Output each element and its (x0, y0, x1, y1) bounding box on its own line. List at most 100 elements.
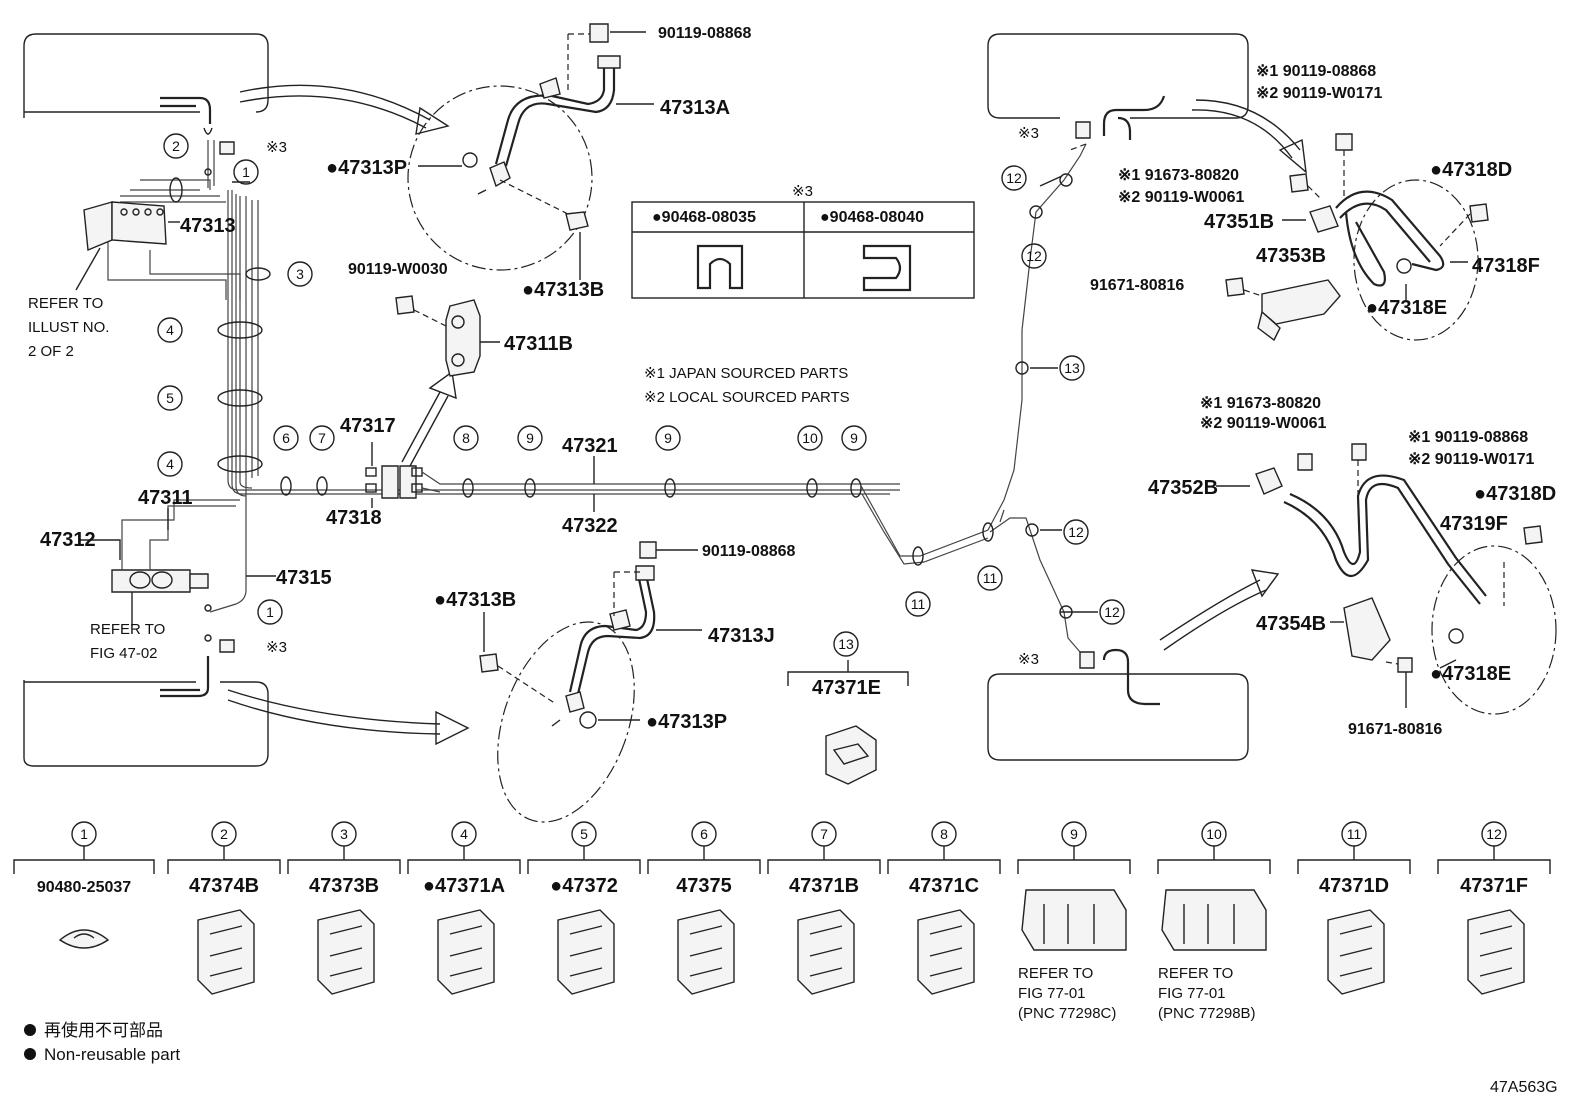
label-r1-b-1: ※1 91673-80820 (1118, 167, 1239, 184)
clamp-refer-line: REFER TO (1018, 965, 1093, 982)
note-local: ※2 LOCAL SOURCED PARTS (644, 389, 850, 406)
clamp-detail (449, 925, 483, 977)
callout-number: 4 (166, 456, 174, 472)
label-90119-W0030: 90119-W0030 (348, 261, 448, 278)
callout-circle (1059, 355, 1085, 381)
clamp-number: 6 (700, 826, 708, 842)
callout-circle (841, 425, 867, 451)
label-47311: 47311 (138, 487, 193, 509)
clamp-bracket (407, 846, 521, 874)
callout-number: 6 (282, 430, 290, 446)
clamp-shape (58, 929, 110, 949)
clamp-detail (73, 933, 95, 939)
clamp-detail (689, 925, 723, 977)
clamp-bracket (527, 846, 641, 874)
callout-circle (1021, 243, 1047, 269)
rear-right-housing (987, 648, 1249, 761)
label-r2-b-2: ※2 90119-W0061 (1200, 415, 1326, 432)
clamp-part-number: ●47371A (423, 875, 505, 897)
refer-illust-1: REFER TO (28, 295, 103, 312)
label-47318E-a: ●47318E (1366, 297, 1447, 319)
callout-circle (977, 565, 1003, 591)
leaders (168, 175, 1457, 669)
callout-circle (453, 425, 479, 451)
callout-circle (257, 599, 283, 625)
callout-circle (833, 631, 859, 657)
callout-number: 13 (838, 636, 854, 652)
clamp-bracket (13, 846, 155, 874)
clamp-part-number: ●47372 (550, 875, 618, 897)
clamp-bracket (1157, 846, 1271, 874)
label-r2-b-1: ※1 91673-80820 (1200, 395, 1321, 412)
clamp-number: 5 (580, 826, 588, 842)
clamp-bracket (1297, 846, 1411, 874)
clamp-number: 10 (1206, 826, 1222, 842)
callout-circle (163, 133, 189, 159)
callout-number: 5 (166, 390, 174, 406)
legend-jp: 再使用不可部品 (44, 1020, 163, 1040)
label-r2-a-2: ※2 90119-W0171 (1408, 451, 1534, 468)
callout-circle (157, 317, 183, 343)
refer-illust-3: 2 OF 2 (28, 343, 74, 360)
clamp-detail (329, 925, 363, 977)
clamp-number: 11 (1347, 826, 1362, 842)
clamp-detail (569, 925, 603, 977)
clamp-bracket (167, 846, 281, 874)
clamp-number: 8 (940, 826, 948, 842)
sourcing-notes: ※1 JAPAN SOURCED PARTS ※2 LOCAL SOURCED … (644, 365, 850, 406)
clamp-detail (1043, 904, 1095, 944)
label-47322: 47322 (562, 515, 618, 537)
clamp-number: 9 (1070, 826, 1078, 842)
label-47313A: 47313A (660, 97, 730, 119)
mark3-right-bottom: ※3 (1018, 651, 1039, 668)
legend-dot-en (24, 1048, 36, 1060)
label-47318F: 47318F (1472, 255, 1540, 277)
left-tube-bundle (107, 140, 900, 613)
clamp-bracket (887, 846, 1001, 874)
center-fittings (365, 442, 900, 512)
label-47353B: 47353B (1256, 245, 1326, 267)
clip-47371E (787, 660, 909, 785)
callout-number: 9 (526, 430, 534, 446)
label-91671-80816-a: 91671-80816 (1090, 277, 1184, 294)
callout-number: 1 (242, 164, 250, 180)
clamp-part-number: 47375 (676, 875, 732, 897)
label-47319F: 47319F (1440, 513, 1508, 535)
table-header: ※3 (792, 183, 813, 200)
clamp-part-number: 47373B (309, 875, 379, 897)
clamp-number: 12 (1486, 826, 1502, 842)
callout-circle (1001, 165, 1027, 191)
clamp-refer-line: FIG 77-01 (1018, 985, 1086, 1002)
clamp-item-12: 12 47371F (1437, 821, 1551, 995)
clamp-bracket (1437, 846, 1551, 874)
label-90119-08868-a: 90119-08868 (658, 25, 752, 42)
front-right-hose-group (1225, 133, 1489, 342)
bundle-clamps (169, 177, 328, 496)
clamp-part-number: 47371F (1460, 875, 1528, 897)
label-47313J: 47313J (708, 625, 775, 647)
label-47313P-b: ●47313P (646, 711, 727, 733)
rear-left-hose-group (479, 541, 702, 823)
clamp-part-number: 47371B (789, 875, 859, 897)
label-47318E-b: ●47318E (1430, 663, 1511, 685)
mark3-right-top: ※3 (1018, 125, 1039, 142)
label-47352B: 47352B (1148, 477, 1218, 499)
rear-left-housing (23, 656, 269, 767)
label-47318D-b: ●47318D (1474, 483, 1556, 505)
clamp-number: 3 (340, 826, 348, 842)
clamp-detail (809, 925, 843, 977)
callout-number: 2 (172, 138, 180, 154)
master-cylinder (80, 499, 240, 626)
label-47312: 47312 (40, 529, 96, 551)
label-91671-80816-b: 91671-80816 (1348, 721, 1442, 738)
left-fittings (203, 127, 235, 653)
rear-right-hose-group (1255, 443, 1557, 715)
callout-number: 10 (802, 430, 818, 446)
clamp-part-number: 90480-25037 (37, 879, 131, 896)
clamp-refer-line: (PNC 77298C) (1018, 1005, 1116, 1022)
